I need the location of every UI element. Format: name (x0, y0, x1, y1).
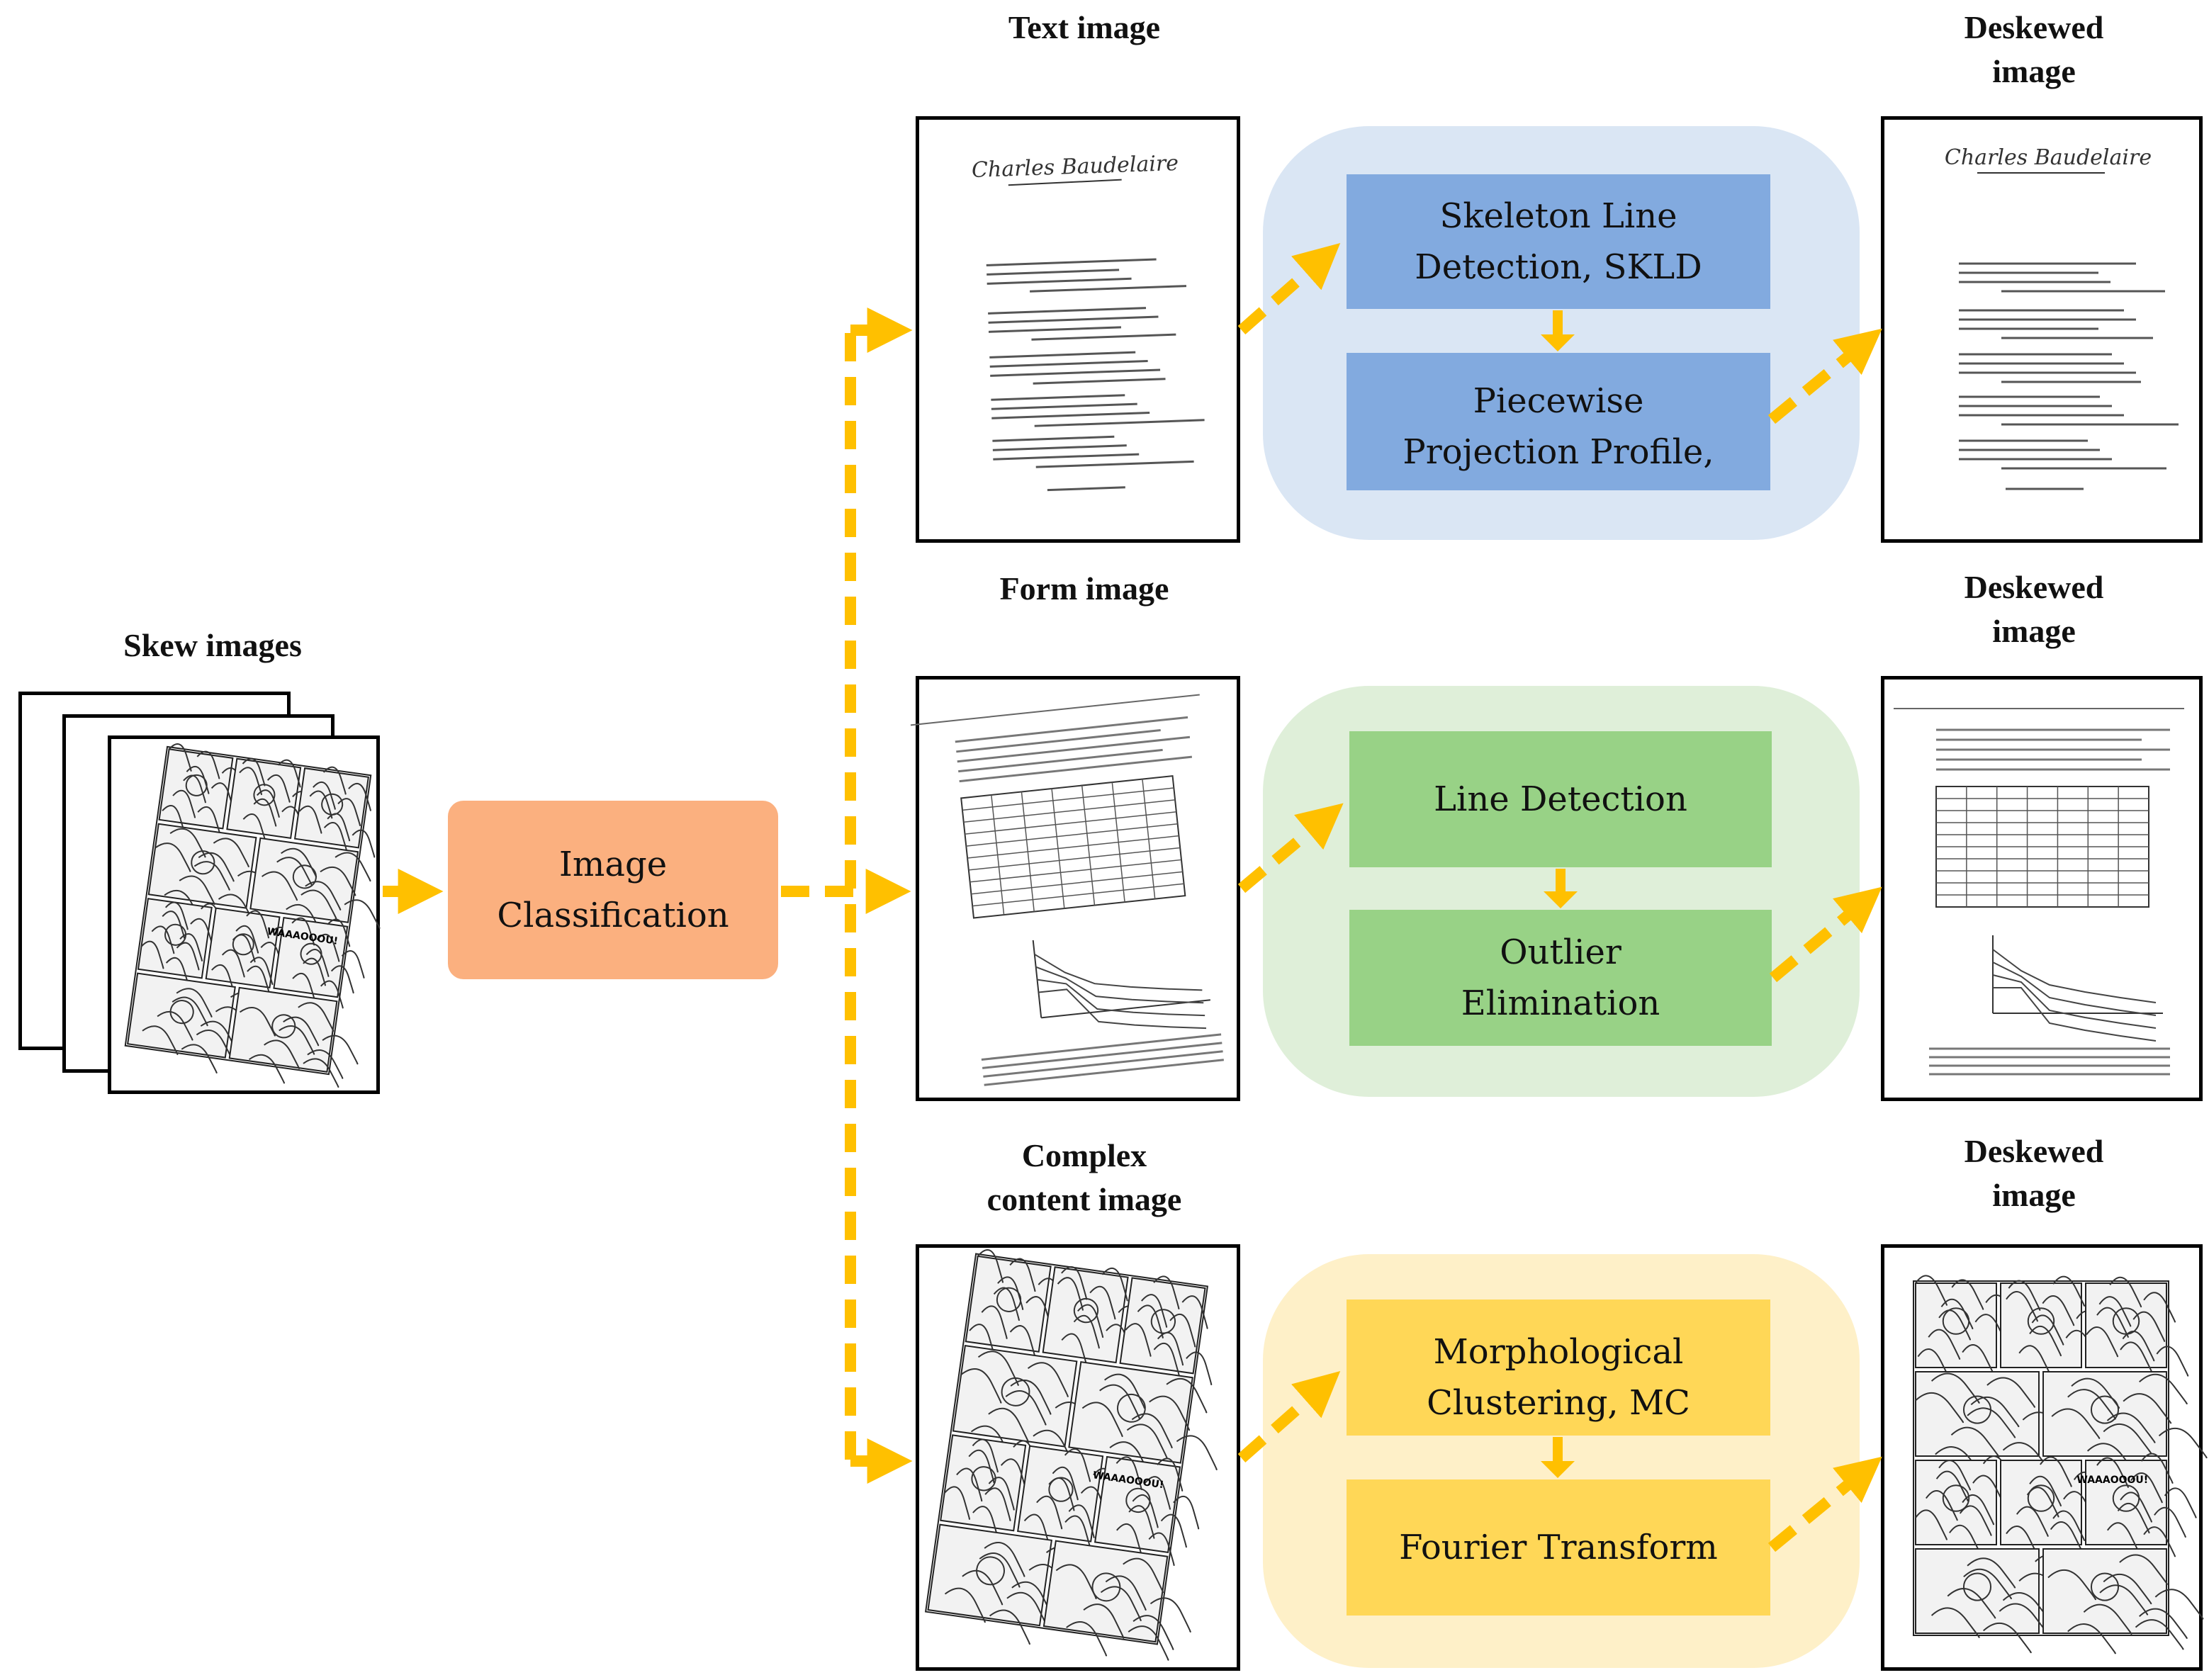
deskewed-complex-thumbnail (1881, 1244, 2203, 1671)
text-image-label: Text image (1008, 9, 1161, 45)
skew-image-stack-front (108, 735, 380, 1094)
skew-images-label: Skew images (123, 627, 302, 663)
fourier-transform-step-box: Fourier Transform (1347, 1479, 1770, 1616)
line-detection-step-box: Line Detection (1349, 731, 1772, 867)
complex-image-thumbnail (916, 1244, 1240, 1671)
deskewed-form-thumbnail (1881, 676, 2203, 1101)
text-image-thumbnail (916, 116, 1240, 543)
deskewed-text-thumbnail (1881, 116, 2203, 543)
form-image-label: Form image (999, 570, 1169, 607)
form-image-thumbnail (916, 676, 1240, 1101)
